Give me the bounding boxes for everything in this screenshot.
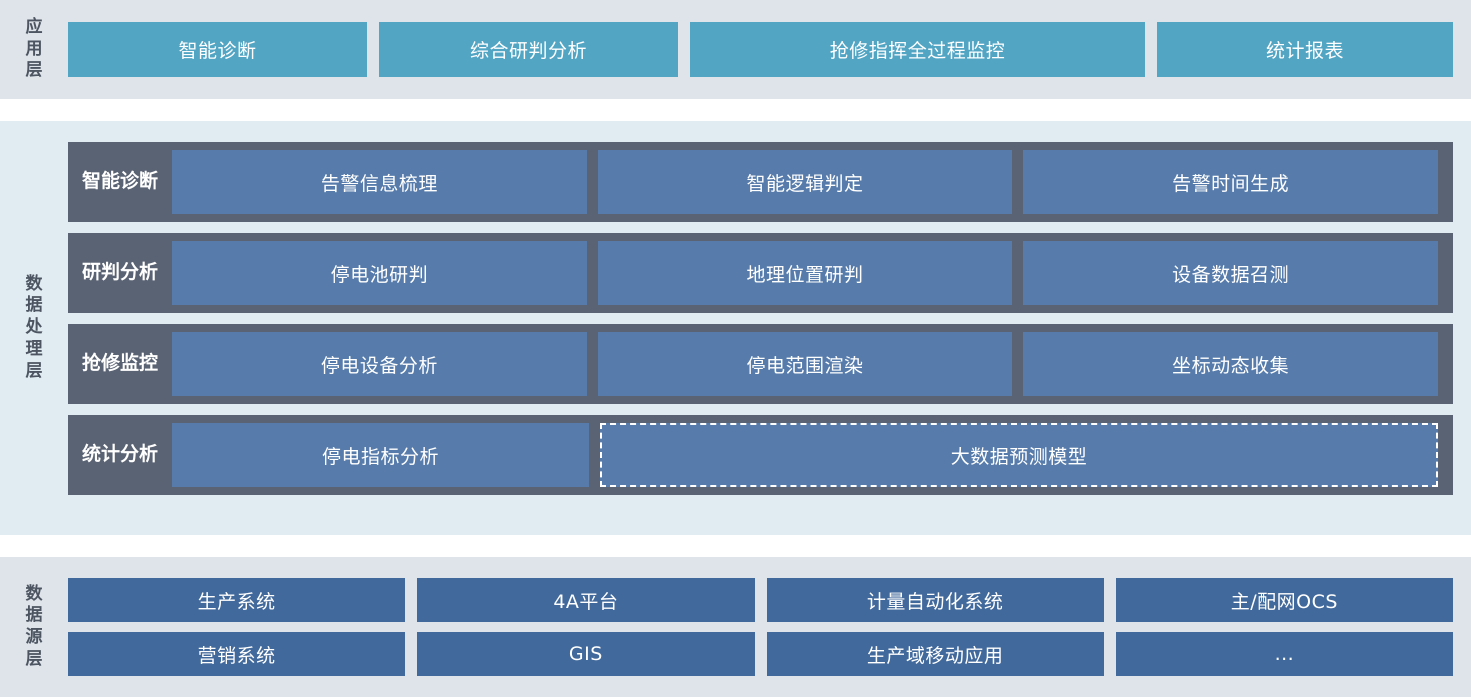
process-category-text-line2: 分析 <box>120 443 159 466</box>
app-box-comprehensive-analysis[interactable]: 综合研判分析 <box>379 22 678 77</box>
process-cell-big-data-prediction-model[interactable]: 大数据预测模型 <box>600 423 1438 487</box>
data-source-layer-label: 数据源层 <box>0 557 68 697</box>
source-box-marketing-system[interactable]: 营销系统 <box>68 632 406 676</box>
source-box-gis[interactable]: GIS <box>417 632 755 676</box>
application-layer-label: 应用层 <box>0 0 68 99</box>
process-category-text-line1: 智能 <box>81 170 120 193</box>
source-box-4a-platform[interactable]: 4A平台 <box>417 578 755 622</box>
app-box-intelligent-diagnosis[interactable]: 智能诊断 <box>68 22 367 77</box>
app-box-repair-command-monitoring[interactable]: 抢修指挥全过程监控 <box>690 22 1145 77</box>
process-row-category-label: 研判 分析 <box>68 233 172 313</box>
process-cell-outage-index-analysis[interactable]: 停电指标分析 <box>172 423 589 487</box>
process-row-cells: 停电指标分析 大数据预测模型 <box>172 415 1453 495</box>
process-row-cells: 停电池研判 地理位置研判 设备数据召测 <box>172 233 1453 313</box>
data-processing-layer-body: 智能 诊断 告警信息梳理 智能逻辑判定 告警时间生成 研判 分析 停电池研判 地… <box>68 121 1471 535</box>
process-row-repair-monitoring: 抢修 监控 停电设备分析 停电范围渲染 坐标动态收集 <box>68 324 1453 404</box>
process-cell-geographic-location-judgment[interactable]: 地理位置研判 <box>597 241 1013 305</box>
process-category-text-line2: 分析 <box>120 261 159 284</box>
process-category-text-line2: 监控 <box>120 352 159 375</box>
data-processing-layer-label: 数据处理层 <box>0 121 68 535</box>
process-cell-outage-range-rendering[interactable]: 停电范围渲染 <box>597 332 1013 396</box>
source-box-row-1: 生产系统 4A平台 计量自动化系统 主/配网OCS <box>68 578 1453 622</box>
data-source-layer-panel: 数据源层 生产系统 4A平台 计量自动化系统 主/配网OCS 营销系统 GIS … <box>0 557 1471 697</box>
source-box-production-system[interactable]: 生产系统 <box>68 578 406 622</box>
process-row-category-label: 统计 分析 <box>68 415 172 495</box>
application-layer-label-text: 应用层 <box>25 16 43 81</box>
process-cell-outage-device-analysis[interactable]: 停电设备分析 <box>172 332 587 396</box>
process-row-category-label: 抢修 监控 <box>68 324 172 404</box>
process-cell-coordinate-dynamic-collection[interactable]: 坐标动态收集 <box>1023 332 1439 396</box>
process-cell-alarm-time-generation[interactable]: 告警时间生成 <box>1023 150 1439 214</box>
process-row-cells: 告警信息梳理 智能逻辑判定 告警时间生成 <box>172 142 1453 222</box>
process-category-text-line1: 抢修 <box>81 352 120 375</box>
process-row-cells: 停电设备分析 停电范围渲染 坐标动态收集 <box>172 324 1453 404</box>
process-cell-outage-pool-judgment[interactable]: 停电池研判 <box>172 241 587 305</box>
process-category-text-line1: 统计 <box>81 443 120 466</box>
process-cell-intelligent-logic-judgment[interactable]: 智能逻辑判定 <box>597 150 1013 214</box>
process-category-text-line2: 诊断 <box>120 170 159 193</box>
process-row-judgment-analysis: 研判 分析 停电池研判 地理位置研判 设备数据召测 <box>68 233 1453 313</box>
data-source-layer-body: 生产系统 4A平台 计量自动化系统 主/配网OCS 营销系统 GIS 生产域移动… <box>68 557 1471 697</box>
process-row-intelligent-diagnosis: 智能 诊断 告警信息梳理 智能逻辑判定 告警时间生成 <box>68 142 1453 222</box>
data-source-layer-label-text: 数据源层 <box>25 583 43 669</box>
data-processing-layer-label-text: 数据处理层 <box>25 273 43 381</box>
source-box-metering-automation-system[interactable]: 计量自动化系统 <box>766 578 1104 622</box>
process-row-statistical-analysis: 统计 分析 停电指标分析 大数据预测模型 <box>68 415 1453 495</box>
app-box-statistical-report[interactable]: 统计报表 <box>1157 22 1453 77</box>
application-layer-panel: 应用层 智能诊断 综合研判分析 抢修指挥全过程监控 统计报表 <box>0 0 1471 99</box>
source-box-more[interactable]: ... <box>1115 632 1453 676</box>
source-box-production-mobile-app[interactable]: 生产域移动应用 <box>766 632 1104 676</box>
process-row-category-label: 智能 诊断 <box>68 142 172 222</box>
application-layer-body: 智能诊断 综合研判分析 抢修指挥全过程监控 统计报表 <box>68 0 1471 99</box>
source-box-main-distribution-ocs[interactable]: 主/配网OCS <box>1115 578 1453 622</box>
source-box-row-2: 营销系统 GIS 生产域移动应用 ... <box>68 632 1453 676</box>
process-cell-device-data-retrieval[interactable]: 设备数据召测 <box>1023 241 1439 305</box>
process-cell-alarm-info-sorting[interactable]: 告警信息梳理 <box>172 150 587 214</box>
data-processing-layer-panel: 数据处理层 智能 诊断 告警信息梳理 智能逻辑判定 告警时间生成 研判 分析 <box>0 121 1471 535</box>
application-box-row: 智能诊断 综合研判分析 抢修指挥全过程监控 统计报表 <box>68 22 1471 77</box>
process-category-text-line1: 研判 <box>81 261 120 284</box>
